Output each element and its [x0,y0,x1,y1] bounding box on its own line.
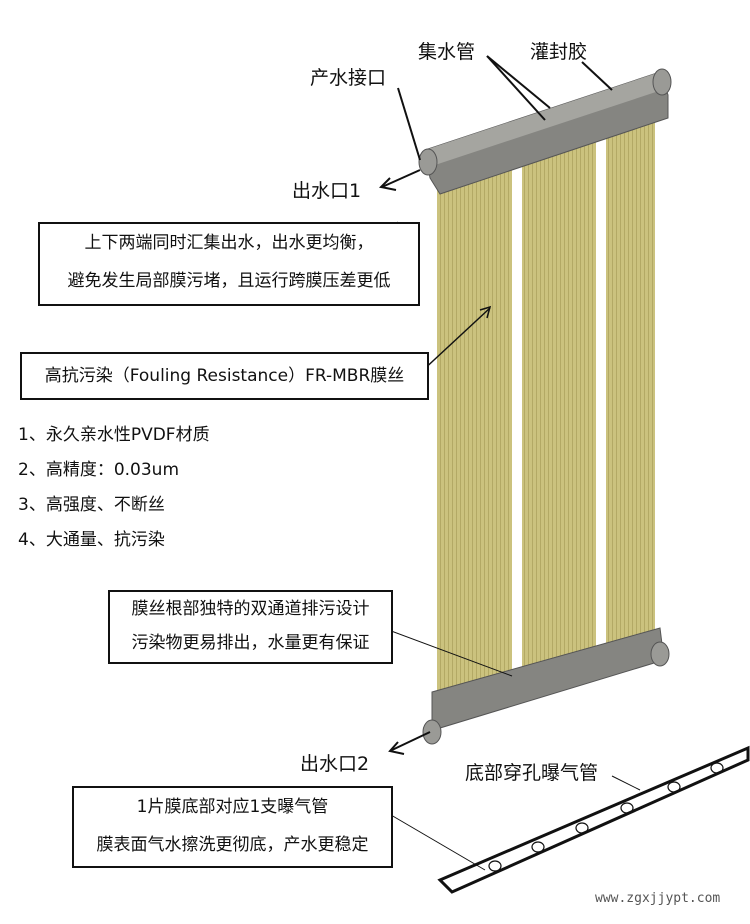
label-outlet2: 出水口2 [300,753,369,775]
callout-line: 膜表面气水擦洗更彻底，产水更稳定 [96,835,369,855]
callout-line: 1片膜底部对应1支曝气管 [136,797,329,817]
label-outlet1: 出水口1 [292,180,361,202]
channel-gap-2 [596,135,606,661]
callout-both-ends: 上下两端同时汇集出水，出水更均衡， 避免发生局部膜污堵，且运行跨膜压差更低 [38,222,420,306]
callout-line: 膜丝根部独特的双通道排污设计 [131,599,370,619]
channel-gap-1 [512,162,522,685]
callout-line: 污染物更易排出，水量更有保证 [131,633,370,653]
aeration-pipe [437,745,750,894]
label-outlet-connector: 产水接口 [310,67,386,89]
feature-1: 1、永久亲水性PVDF材质 [18,425,210,445]
label-collector-pipe: 集水管 [418,41,475,63]
feature-4: 4、大通量、抗污染 [18,530,165,550]
callout-fiber: 高抗污染（Fouling Resistance）FR-MBR膜丝 [20,352,429,400]
watermark: www.zgxjjypt.com [595,891,720,906]
label-potting: 灌封胶 [530,41,587,63]
callout-line: 避免发生局部膜污堵，且运行跨膜压差更低 [67,271,391,291]
membrane-sheet [437,118,655,712]
callout-root-design: 膜丝根部独特的双通道排污设计 污染物更易排出，水量更有保证 [108,590,393,664]
feature-3: 3、高强度、不断丝 [18,495,165,515]
label-aeration-pipe: 底部穿孔曝气管 [465,762,598,784]
feature-2: 2、高精度：0.03um [18,460,180,480]
callout-aeration: 1片膜底部对应1支曝气管 膜表面气水擦洗更彻底，产水更稳定 [72,786,393,868]
bottom-header [422,627,670,745]
top-header [418,68,672,195]
callout-line: 上下两端同时汇集出水，出水更均衡， [84,233,374,253]
